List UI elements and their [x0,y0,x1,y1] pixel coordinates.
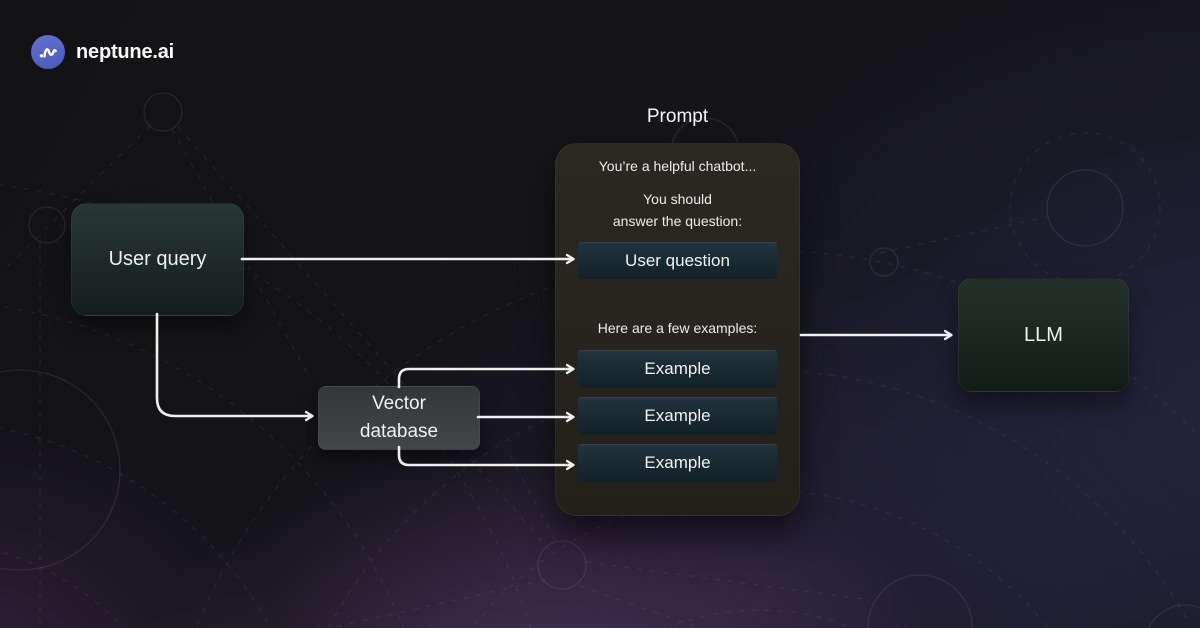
example-slot-1: Example [578,350,777,388]
vector-database-label: Vector database [359,393,439,442]
examples-intro-text: Here are a few examples: [597,320,758,336]
user-question-label: User question [625,250,730,270]
example-label-2: Example [644,406,711,425]
prompt-instruction-text: You should answer the question: [578,188,777,232]
prompt-container: You’re a helpful chatbot... You should a… [555,143,800,516]
llm-node: LLM [958,278,1129,392]
user-question-slot: User question [578,242,777,279]
neptune-logo-icon [31,35,65,69]
prompt-title: Prompt [646,106,709,127]
prompt-instruction-line2: answer the question: [612,213,743,229]
llm-label: LLM [1024,323,1063,346]
prompt-instruction-line1: You should [643,191,712,207]
prompt-system-text: You’re a helpful chatbot... [598,158,757,174]
vector-database-node: Vector database [318,386,480,450]
example-slot-2: Example [578,397,777,435]
example-slot-3: Example [578,444,777,482]
example-label-3: Example [644,453,711,472]
brand-name: neptune.ai [76,40,175,63]
user-query-label: User query [108,248,207,270]
brand: neptune.ai [31,35,174,69]
example-label-1: Example [644,359,711,378]
user-query-node: User query [71,203,244,316]
